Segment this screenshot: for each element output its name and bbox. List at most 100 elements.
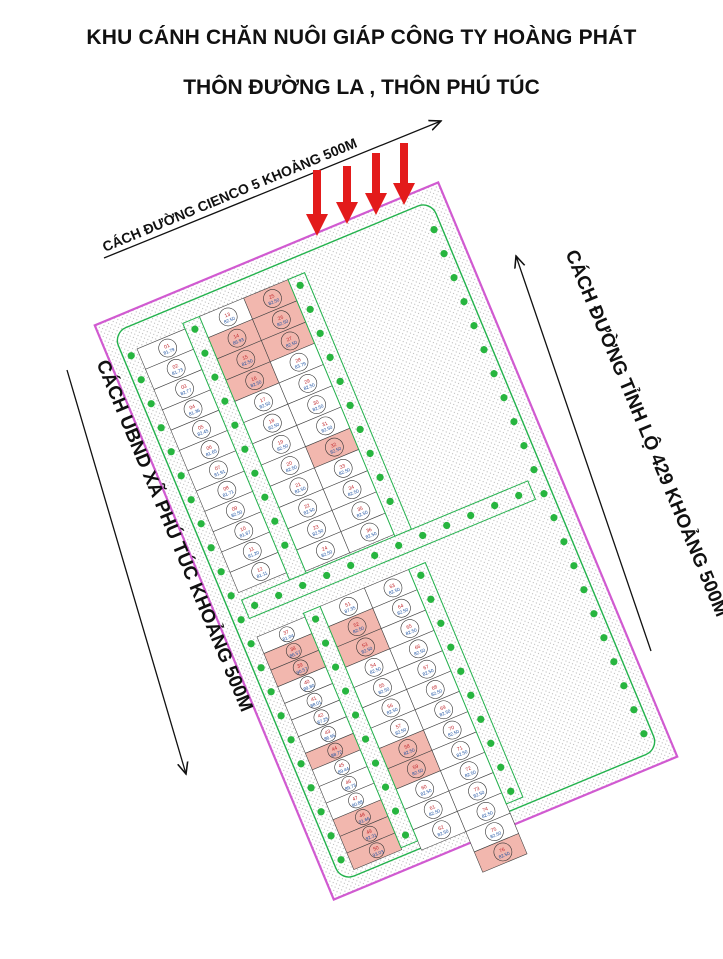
lot-number: 57 [395,723,403,731]
lot-area: 82.50 [439,708,452,717]
tree-icon [307,784,315,792]
tree-icon [381,783,390,791]
lot-label-circle [298,498,318,518]
tree-icon [351,711,360,719]
lot-area: 82.77 [180,387,193,396]
lot-area: 87.25 [316,716,329,725]
lot-number: 53 [361,642,369,650]
tree-icon [361,735,370,743]
tree-icon [376,473,384,481]
lot-area: 82.50 [413,647,426,656]
lot-label-circle [432,820,451,840]
tree-icon [211,373,219,381]
lot-area: 81.04 [282,633,295,642]
tree-icon [600,634,608,642]
tree-icon [610,658,618,666]
lot-number: 65 [406,623,414,631]
lot-number: 73 [473,786,481,794]
lot-area: 83.79 [294,361,307,370]
tree-icon [386,497,394,505]
lot-label-circle [423,800,443,819]
lot-area: 82.50 [329,446,342,455]
lot-number: 50 [372,845,380,853]
lot-number: 16 [250,375,258,383]
lot-label-circle [306,692,323,709]
lot-number: 12 [256,566,264,574]
lot-number: 72 [465,765,473,773]
lot-label-circle [271,435,291,454]
lot-number: 61 [429,804,437,812]
tree-icon [201,349,209,357]
lot-number: 24 [321,545,329,553]
lot-label-circle [334,759,350,776]
tree-icon [440,250,448,258]
tree-icon [371,759,380,767]
lot-area: 82.50 [361,646,374,655]
lot-number: 31 [321,421,329,429]
lot-area: 86.95 [323,733,336,742]
lot-number: 70 [448,725,456,733]
lot-area: 82.50 [456,749,469,758]
lot-number: 43 [324,729,332,737]
tree-icon [560,538,568,546]
lot-number: 36 [365,527,373,535]
tree-icon [507,787,515,795]
tree-icon [241,445,249,453]
lot-area: 82.50 [378,686,391,695]
lot-label-circle [175,379,194,398]
lot-number: 11 [248,546,255,554]
tree-icon [296,281,304,289]
lot-number: 48 [359,812,367,820]
lot-number: 07 [214,465,222,473]
tree-icon [437,619,445,627]
tree-icon [271,517,279,525]
lot-area: 82.50 [447,729,460,738]
lot-area: 87.35 [344,605,357,614]
lot-label-circle [192,420,211,439]
lot-number: 40 [303,679,311,687]
lot-number: 19 [277,439,285,447]
red-down-arrow-icon [306,170,328,236]
lot-label-circle [381,698,401,718]
tree-icon [323,571,331,580]
lot-number: 32 [330,442,338,450]
tree-icon [540,490,548,498]
lot-number: 45 [338,762,346,770]
lot-area: 93.03 [372,849,385,858]
tree-icon [321,639,330,647]
lot-area: 89.80 [303,683,316,692]
lot-area: 90.88 [351,799,364,808]
lot-label-circle [289,477,309,497]
tree-icon [417,571,425,579]
lot-label-circle [392,598,411,618]
tree-icon [346,401,354,409]
lot-area: 82.50 [481,810,494,819]
lot-label-circle [263,413,282,433]
lot-number: 37 [283,629,291,637]
lot-label-circle [242,541,262,561]
lot-label-circle [280,456,300,475]
tree-icon [391,807,400,815]
lot-area: 82.50 [356,509,369,518]
lot-label-circle [316,541,335,560]
lot-area: 82.50 [422,668,435,677]
lot-number: 54 [370,662,378,670]
tree-icon [281,541,289,549]
tree-icon [640,730,648,738]
lot-area: 82.50 [312,403,325,412]
lot-label-circle [406,759,426,779]
lot-area: 82.50 [250,379,263,388]
lot-label-circle [362,825,378,842]
tree-icon [127,352,135,360]
lot-label-circle [327,742,344,759]
lot-area: 82.50 [489,830,502,839]
lot-label-circle [280,331,300,351]
lot-number: 01 [163,343,171,351]
lot-area: 82.50 [394,727,407,736]
lot-label-circle [254,392,273,412]
lot-area: 82.50 [312,528,325,537]
